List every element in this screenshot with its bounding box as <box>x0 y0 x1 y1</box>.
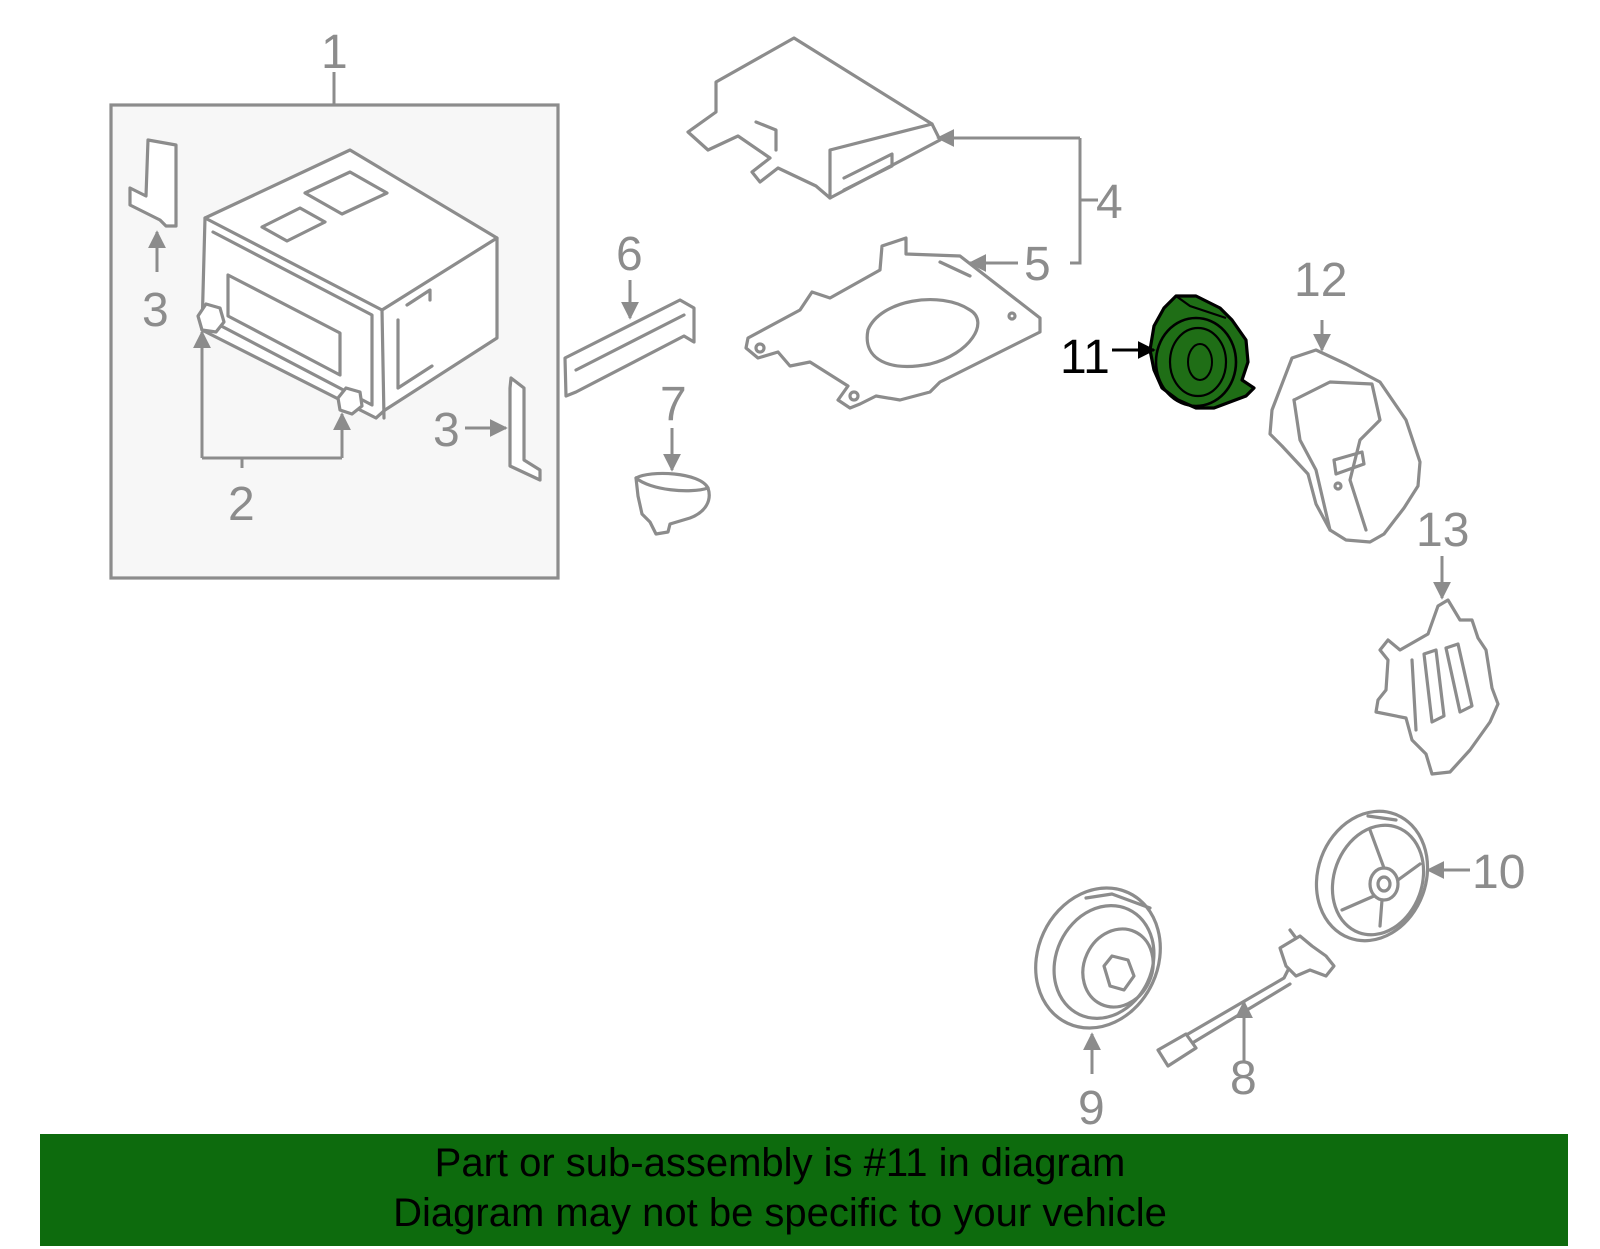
mounting-bracket <box>744 236 1042 410</box>
knob-left <box>196 302 226 334</box>
tweeter-speaker-highlighted <box>1148 294 1256 410</box>
head-unit <box>196 148 499 420</box>
bracket-right <box>508 376 542 482</box>
head-unit-assembly-group: 1 3 2 <box>109 26 560 580</box>
wiring-harness <box>1156 928 1336 1068</box>
control-module <box>686 36 942 200</box>
callout-5: 5 <box>1024 238 1051 291</box>
banner-line-1: Part or sub-assembly is #11 in diagram <box>434 1141 1126 1185</box>
knob-cap <box>634 471 711 536</box>
callout-10: 10 <box>1472 846 1525 899</box>
callout-13: 13 <box>1416 504 1469 557</box>
door-speaker-rear <box>1314 809 1430 943</box>
bracket-left <box>128 138 178 228</box>
callout-1: 1 <box>321 26 348 79</box>
callout-3-left: 3 <box>142 284 169 337</box>
knob-right <box>336 386 364 416</box>
callout-11: 11 <box>1060 331 1110 384</box>
info-banner: Part or sub-assembly is #11 in diagram D… <box>40 1134 1568 1246</box>
speaker-enclosure <box>1268 348 1422 544</box>
callout-3-right: 3 <box>433 404 460 457</box>
speaker-cover <box>1374 598 1500 776</box>
door-speaker-front <box>1034 886 1162 1030</box>
banner-line-2: Diagram may not be specific to your vehi… <box>393 1191 1167 1235</box>
callout-2: 2 <box>228 478 255 531</box>
callout-9: 9 <box>1078 1082 1105 1135</box>
callout-4: 4 <box>1096 176 1123 229</box>
callout-6: 6 <box>616 228 643 281</box>
callout-7: 7 <box>660 378 687 431</box>
trim-strip <box>563 298 696 398</box>
callout-8: 8 <box>1230 1052 1257 1105</box>
callout-12: 12 <box>1294 254 1347 307</box>
